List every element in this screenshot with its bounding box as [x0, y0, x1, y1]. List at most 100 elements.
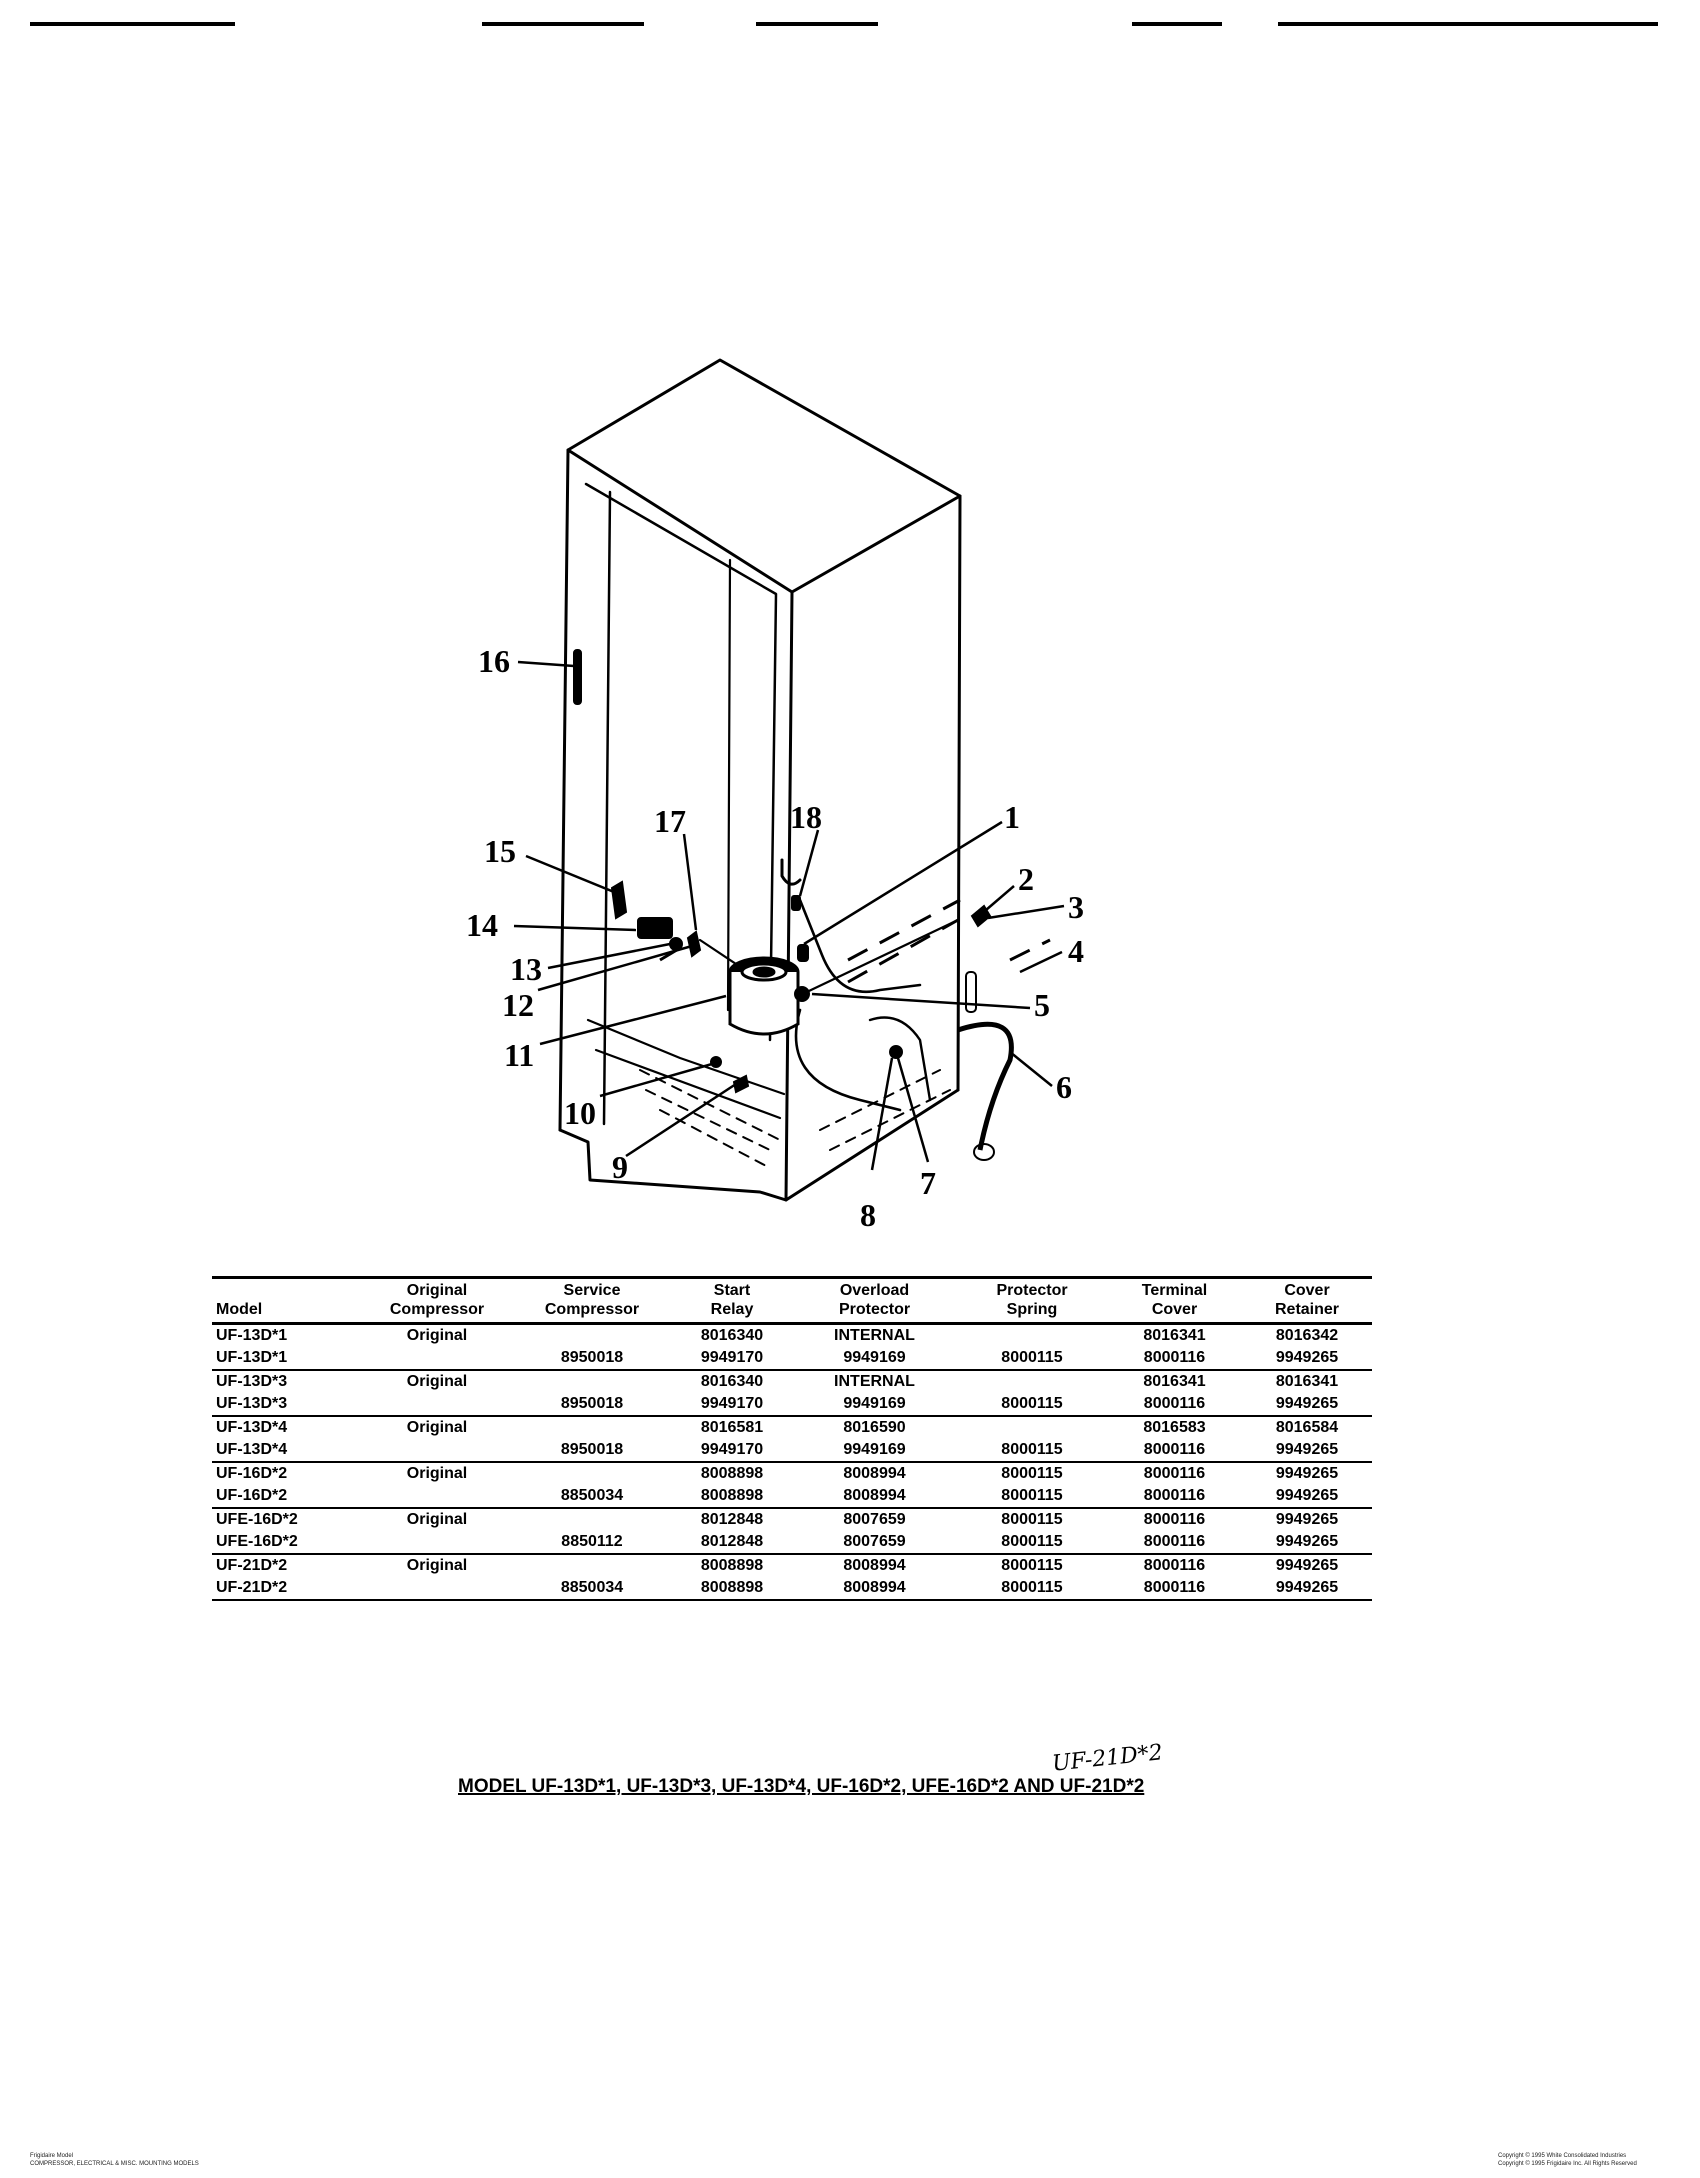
footer-right-line1: Copyright © 1995 White Consolidated Indu… — [1498, 2153, 1627, 2159]
table-cell: 8000115 — [1001, 1557, 1063, 1574]
table-cell — [512, 1554, 672, 1577]
table-cell: 8000116 — [1107, 1577, 1242, 1601]
part-2-spring — [970, 904, 992, 928]
column-header-protector-spring: Protector Spring — [957, 1277, 1107, 1325]
table-cell: 8950018 — [512, 1347, 672, 1371]
table-cell: 8000116 — [1143, 1465, 1206, 1482]
table-cell: 9949265 — [1242, 1347, 1372, 1371]
part-15-clip — [610, 880, 628, 920]
table-cell: 8008994 — [843, 1557, 906, 1574]
cabinet-base — [558, 1088, 960, 1202]
table-cell: 8950018 — [512, 1439, 672, 1463]
table-cell: 8008898 — [700, 1557, 764, 1574]
top-edge-mark — [30, 22, 235, 26]
table-cell — [362, 1393, 512, 1417]
power-plug — [973, 1143, 996, 1161]
compressor — [728, 956, 800, 1036]
table-cell — [512, 1416, 672, 1439]
table-cell: Original — [406, 1373, 468, 1390]
callout-15: 15 — [484, 833, 516, 869]
table-cell: UF-21D*2 — [216, 1557, 288, 1574]
top-edge-mark — [756, 22, 878, 26]
table-cell: 8000115 — [957, 1393, 1107, 1417]
footer-left-line1: Frigidaire Model — [30, 2153, 74, 2159]
part-14-block — [637, 917, 673, 939]
table-cell: UF-16D*2 — [212, 1485, 362, 1509]
table-cell — [512, 1462, 672, 1485]
table-cell: 8016342 — [1275, 1327, 1339, 1344]
callout-11: 11 — [504, 1037, 534, 1073]
table-cell: UF-16D*2 — [216, 1465, 288, 1482]
table-cell: 9949265 — [1275, 1465, 1339, 1482]
table-cell: 8000116 — [1143, 1511, 1206, 1528]
table-cell: 9949265 — [1242, 1485, 1372, 1509]
table-row: UF-16D*2 Original 8008898 8008994 8000115 800… — [212, 1462, 1372, 1485]
table-cell: 8008898 — [700, 1465, 764, 1482]
column-header-terminal-cover: Terminal Cover — [1107, 1277, 1242, 1325]
column-header-overload-protector: Overload Protector — [792, 1277, 957, 1325]
table-cell: 8850034 — [512, 1577, 672, 1601]
table-cell: 8016583 — [1143, 1419, 1206, 1436]
table-cell: 8016340 — [700, 1327, 764, 1344]
part-10-grommet — [710, 1056, 722, 1068]
callout-14: 14 — [466, 907, 498, 943]
cabinet-top — [566, 358, 962, 594]
callout-4: 4 — [1068, 933, 1084, 969]
table-cell: 8012848 — [672, 1531, 792, 1555]
power-cord-part-6 — [957, 1021, 1014, 1151]
table-cell: 8007659 — [792, 1531, 957, 1555]
table-cell: 8016590 — [843, 1419, 906, 1436]
column-header-original-compressor: Original Compressor — [362, 1277, 512, 1325]
table-cell: 9949265 — [1242, 1531, 1372, 1555]
table-cell: UFE-16D*2 — [216, 1511, 298, 1528]
callout-3: 3 — [1068, 889, 1084, 925]
column-header-model: Model — [212, 1277, 362, 1325]
table-cell: 8012848 — [700, 1511, 764, 1528]
table-cell: 8008898 — [672, 1485, 792, 1509]
table-cell: 8000116 — [1107, 1393, 1242, 1417]
table-cell: 8000116 — [1107, 1531, 1242, 1555]
table-cell: 8008994 — [843, 1465, 906, 1482]
table-cell: UF-21D*2 — [212, 1577, 362, 1601]
top-edge-mark — [1132, 22, 1222, 26]
part-18-clip — [791, 895, 801, 911]
table-cell: 8016340 — [700, 1373, 764, 1390]
table-cell: 8008898 — [672, 1577, 792, 1601]
table-cell — [957, 1324, 1107, 1348]
footer-right-line2: Copyright © 1995 Frigidaire Inc. All Rig… — [1498, 2161, 1637, 2167]
table-cell: 8000115 — [1001, 1465, 1063, 1482]
callout-12: 12 — [502, 987, 534, 1023]
callout-5: 5 — [1034, 987, 1050, 1023]
table-cell: 8016341 — [1275, 1373, 1339, 1390]
table-cell: 8008994 — [792, 1485, 957, 1509]
cabinet-left-edge — [558, 448, 570, 1132]
cabinet-right-edge — [956, 494, 962, 1092]
table-cell: 9949170 — [672, 1347, 792, 1371]
table-cell — [512, 1508, 672, 1531]
table-cell: INTERNAL — [834, 1327, 915, 1344]
table-cell — [362, 1577, 512, 1601]
part-16-bracket — [573, 649, 582, 705]
table-cell: Original — [406, 1327, 468, 1344]
table-cell: 9949265 — [1275, 1511, 1339, 1528]
callout-16: 16 — [478, 643, 510, 679]
table-cell: UF-13D*1 — [212, 1347, 362, 1371]
callout-10: 10 — [564, 1095, 596, 1131]
table-cell: UF-13D*3 — [216, 1373, 288, 1390]
table-cell: 8000115 — [957, 1347, 1107, 1371]
callout-13: 13 — [510, 951, 542, 987]
table-header-row: Model Original Compressor Service Compre… — [212, 1277, 1372, 1325]
table-cell — [512, 1370, 672, 1393]
table-cell: 9949169 — [792, 1439, 957, 1463]
handwritten-note: UF-21D*2 — [1050, 1740, 1164, 1777]
part-5-overload — [794, 986, 810, 1002]
table-cell — [512, 1324, 672, 1348]
column-header-service-compressor: Service Compressor — [512, 1277, 672, 1325]
table-cell: Original — [406, 1465, 468, 1482]
table-cell: Original — [406, 1557, 468, 1574]
callout-6: 6 — [1056, 1069, 1072, 1105]
table-cell: 8000116 — [1143, 1557, 1206, 1574]
